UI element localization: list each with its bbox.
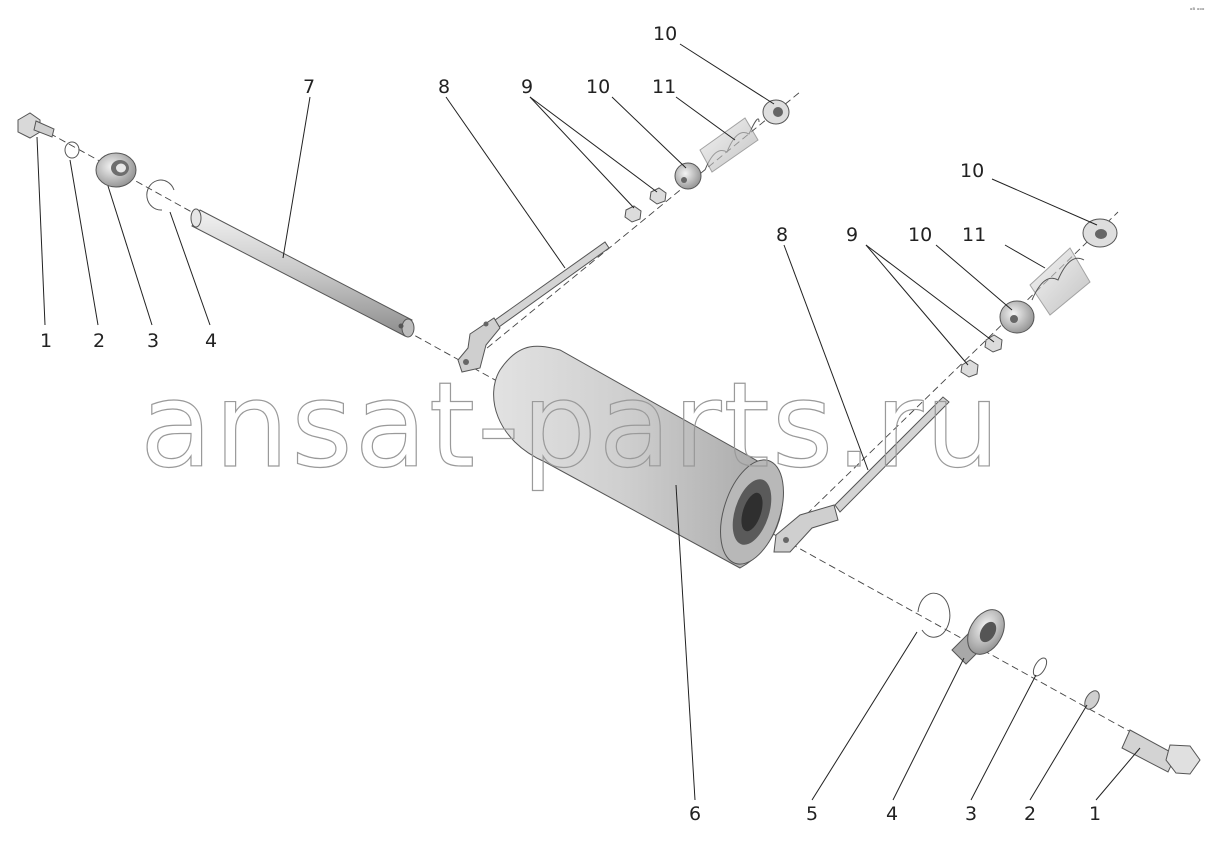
bolt-left bbox=[17, 112, 55, 139]
callout-3-left: 3 bbox=[147, 330, 159, 352]
callout-10-right-cup: 10 bbox=[960, 160, 984, 182]
washer-right bbox=[1084, 690, 1100, 710]
callout-9-right: 9 bbox=[846, 224, 858, 246]
callout-10-upper-seat: 10 bbox=[586, 76, 610, 98]
callout-9-upper: 9 bbox=[521, 76, 533, 98]
spring-right bbox=[1029, 247, 1091, 316]
lock-washer-left bbox=[64, 141, 80, 159]
shaft bbox=[190, 208, 415, 338]
callout-11-upper: 11 bbox=[652, 76, 676, 98]
spring-upper bbox=[699, 117, 760, 173]
callouts: 1 2 3 4 7 8 9 10 10 11 8 9 10 10 11 6 5 … bbox=[40, 23, 1101, 825]
leader-lines bbox=[36, 43, 1141, 801]
callout-2-bottom: 2 bbox=[1024, 803, 1036, 825]
nuts-right bbox=[960, 334, 1003, 378]
callout-1-bottom: 1 bbox=[1089, 803, 1101, 825]
callout-1-left: 1 bbox=[40, 330, 52, 352]
cup-upper bbox=[762, 99, 790, 125]
spring-seat-right bbox=[999, 300, 1035, 334]
bracket-rod-upper bbox=[457, 241, 610, 373]
retaining-ring-right bbox=[917, 592, 951, 638]
callout-3-bottom: 3 bbox=[965, 803, 977, 825]
bearing-right bbox=[951, 609, 1005, 665]
callout-8-right: 8 bbox=[776, 224, 788, 246]
callout-6: 6 bbox=[689, 803, 701, 825]
bracket-rod-right bbox=[773, 396, 950, 553]
lock-washer-right bbox=[1032, 657, 1048, 677]
callout-4-bottom: 4 bbox=[886, 803, 898, 825]
cup-right bbox=[1082, 218, 1118, 248]
retaining-ring-left bbox=[146, 179, 175, 211]
spring-seat-upper bbox=[674, 162, 702, 190]
callout-10-right-seat: 10 bbox=[908, 224, 932, 246]
callout-10-upper-cup: 10 bbox=[653, 23, 677, 45]
callout-11-right: 11 bbox=[962, 224, 986, 246]
roller-drum bbox=[493, 345, 784, 569]
callout-2-left: 2 bbox=[93, 330, 105, 352]
callout-8-upper: 8 bbox=[438, 76, 450, 98]
callout-7: 7 bbox=[303, 76, 315, 98]
watermark-text: ansat-parts.ru bbox=[140, 356, 1002, 494]
nuts-upper bbox=[624, 187, 667, 223]
callout-4-left: 4 bbox=[205, 330, 217, 352]
bearing-left bbox=[95, 152, 137, 188]
bolt-right bbox=[1121, 729, 1201, 775]
corner-mark: ᵒᴮ ᵒᵒᵒ bbox=[1190, 7, 1205, 14]
callout-5: 5 bbox=[806, 803, 818, 825]
